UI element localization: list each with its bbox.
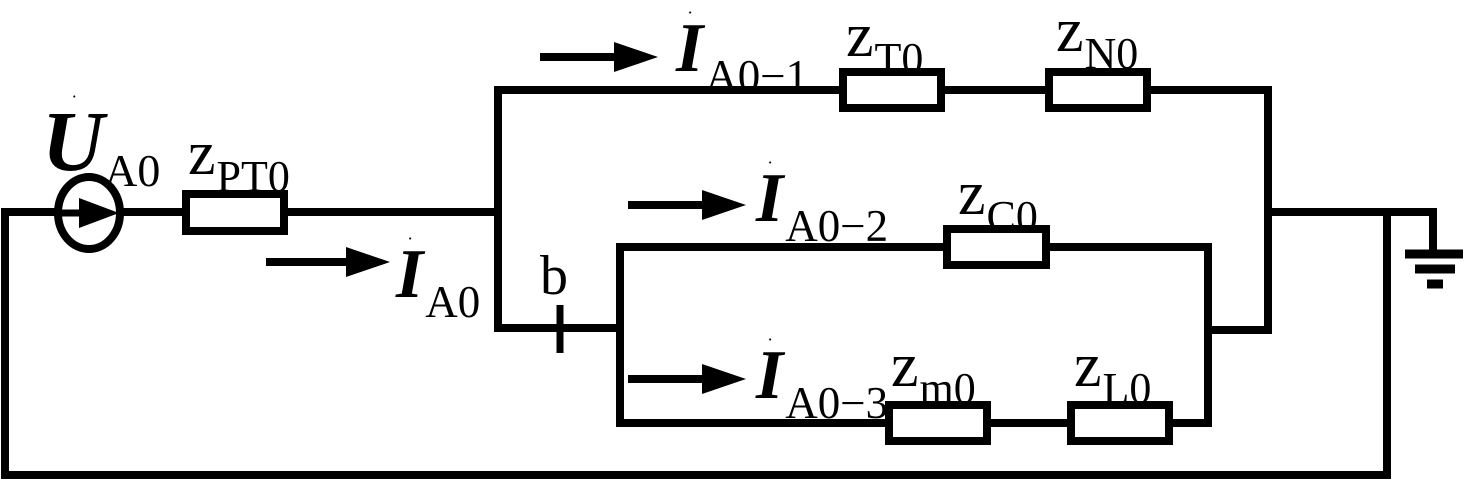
label-node-b: b <box>540 245 568 307</box>
phasor-dot-icon: ˙ <box>767 335 773 351</box>
label-current-branch3: ˙IA0−3 <box>756 335 889 428</box>
resistor-z-l0 <box>1067 401 1173 445</box>
current-arrow-main <box>266 247 390 277</box>
label-z-t0: zT0 <box>846 2 924 83</box>
source-arrow-head <box>79 198 119 228</box>
current-arrows <box>266 42 746 394</box>
resistor-z-m0 <box>885 401 991 445</box>
label-current-branch1: ˙IA0−1 <box>676 8 809 101</box>
phasor-dot-icon: ˙ <box>72 92 77 108</box>
voltage-source-symbol <box>54 173 124 253</box>
current-arrow-branch3 <box>628 364 746 394</box>
resistor-z-n0 <box>1045 68 1151 112</box>
ground-symbol <box>1405 212 1463 289</box>
phasor-dot-icon: ˙ <box>407 234 413 250</box>
label-source-voltage: ˙UA0 <box>42 92 161 196</box>
resistor-z-c0 <box>943 225 1050 269</box>
label-z-l0: zL0 <box>1074 332 1152 413</box>
current-arrow-branch2 <box>628 190 746 220</box>
label-z-pt0: zPT0 <box>188 120 290 201</box>
current-arrow-branch1 <box>540 42 658 72</box>
label-current-main: ˙IA0 <box>396 234 481 327</box>
label-z-m0: zm0 <box>891 332 976 413</box>
phasor-dot-icon: ˙ <box>767 158 773 174</box>
resistor-z-t0 <box>839 68 945 112</box>
resistor-z-pt0 <box>182 190 288 235</box>
phasor-dot-icon: ˙ <box>687 8 693 24</box>
label-current-branch2: ˙IA0−2 <box>756 158 889 251</box>
label-z-c0: zC0 <box>958 160 1038 241</box>
label-z-n0: zN0 <box>1056 0 1139 78</box>
